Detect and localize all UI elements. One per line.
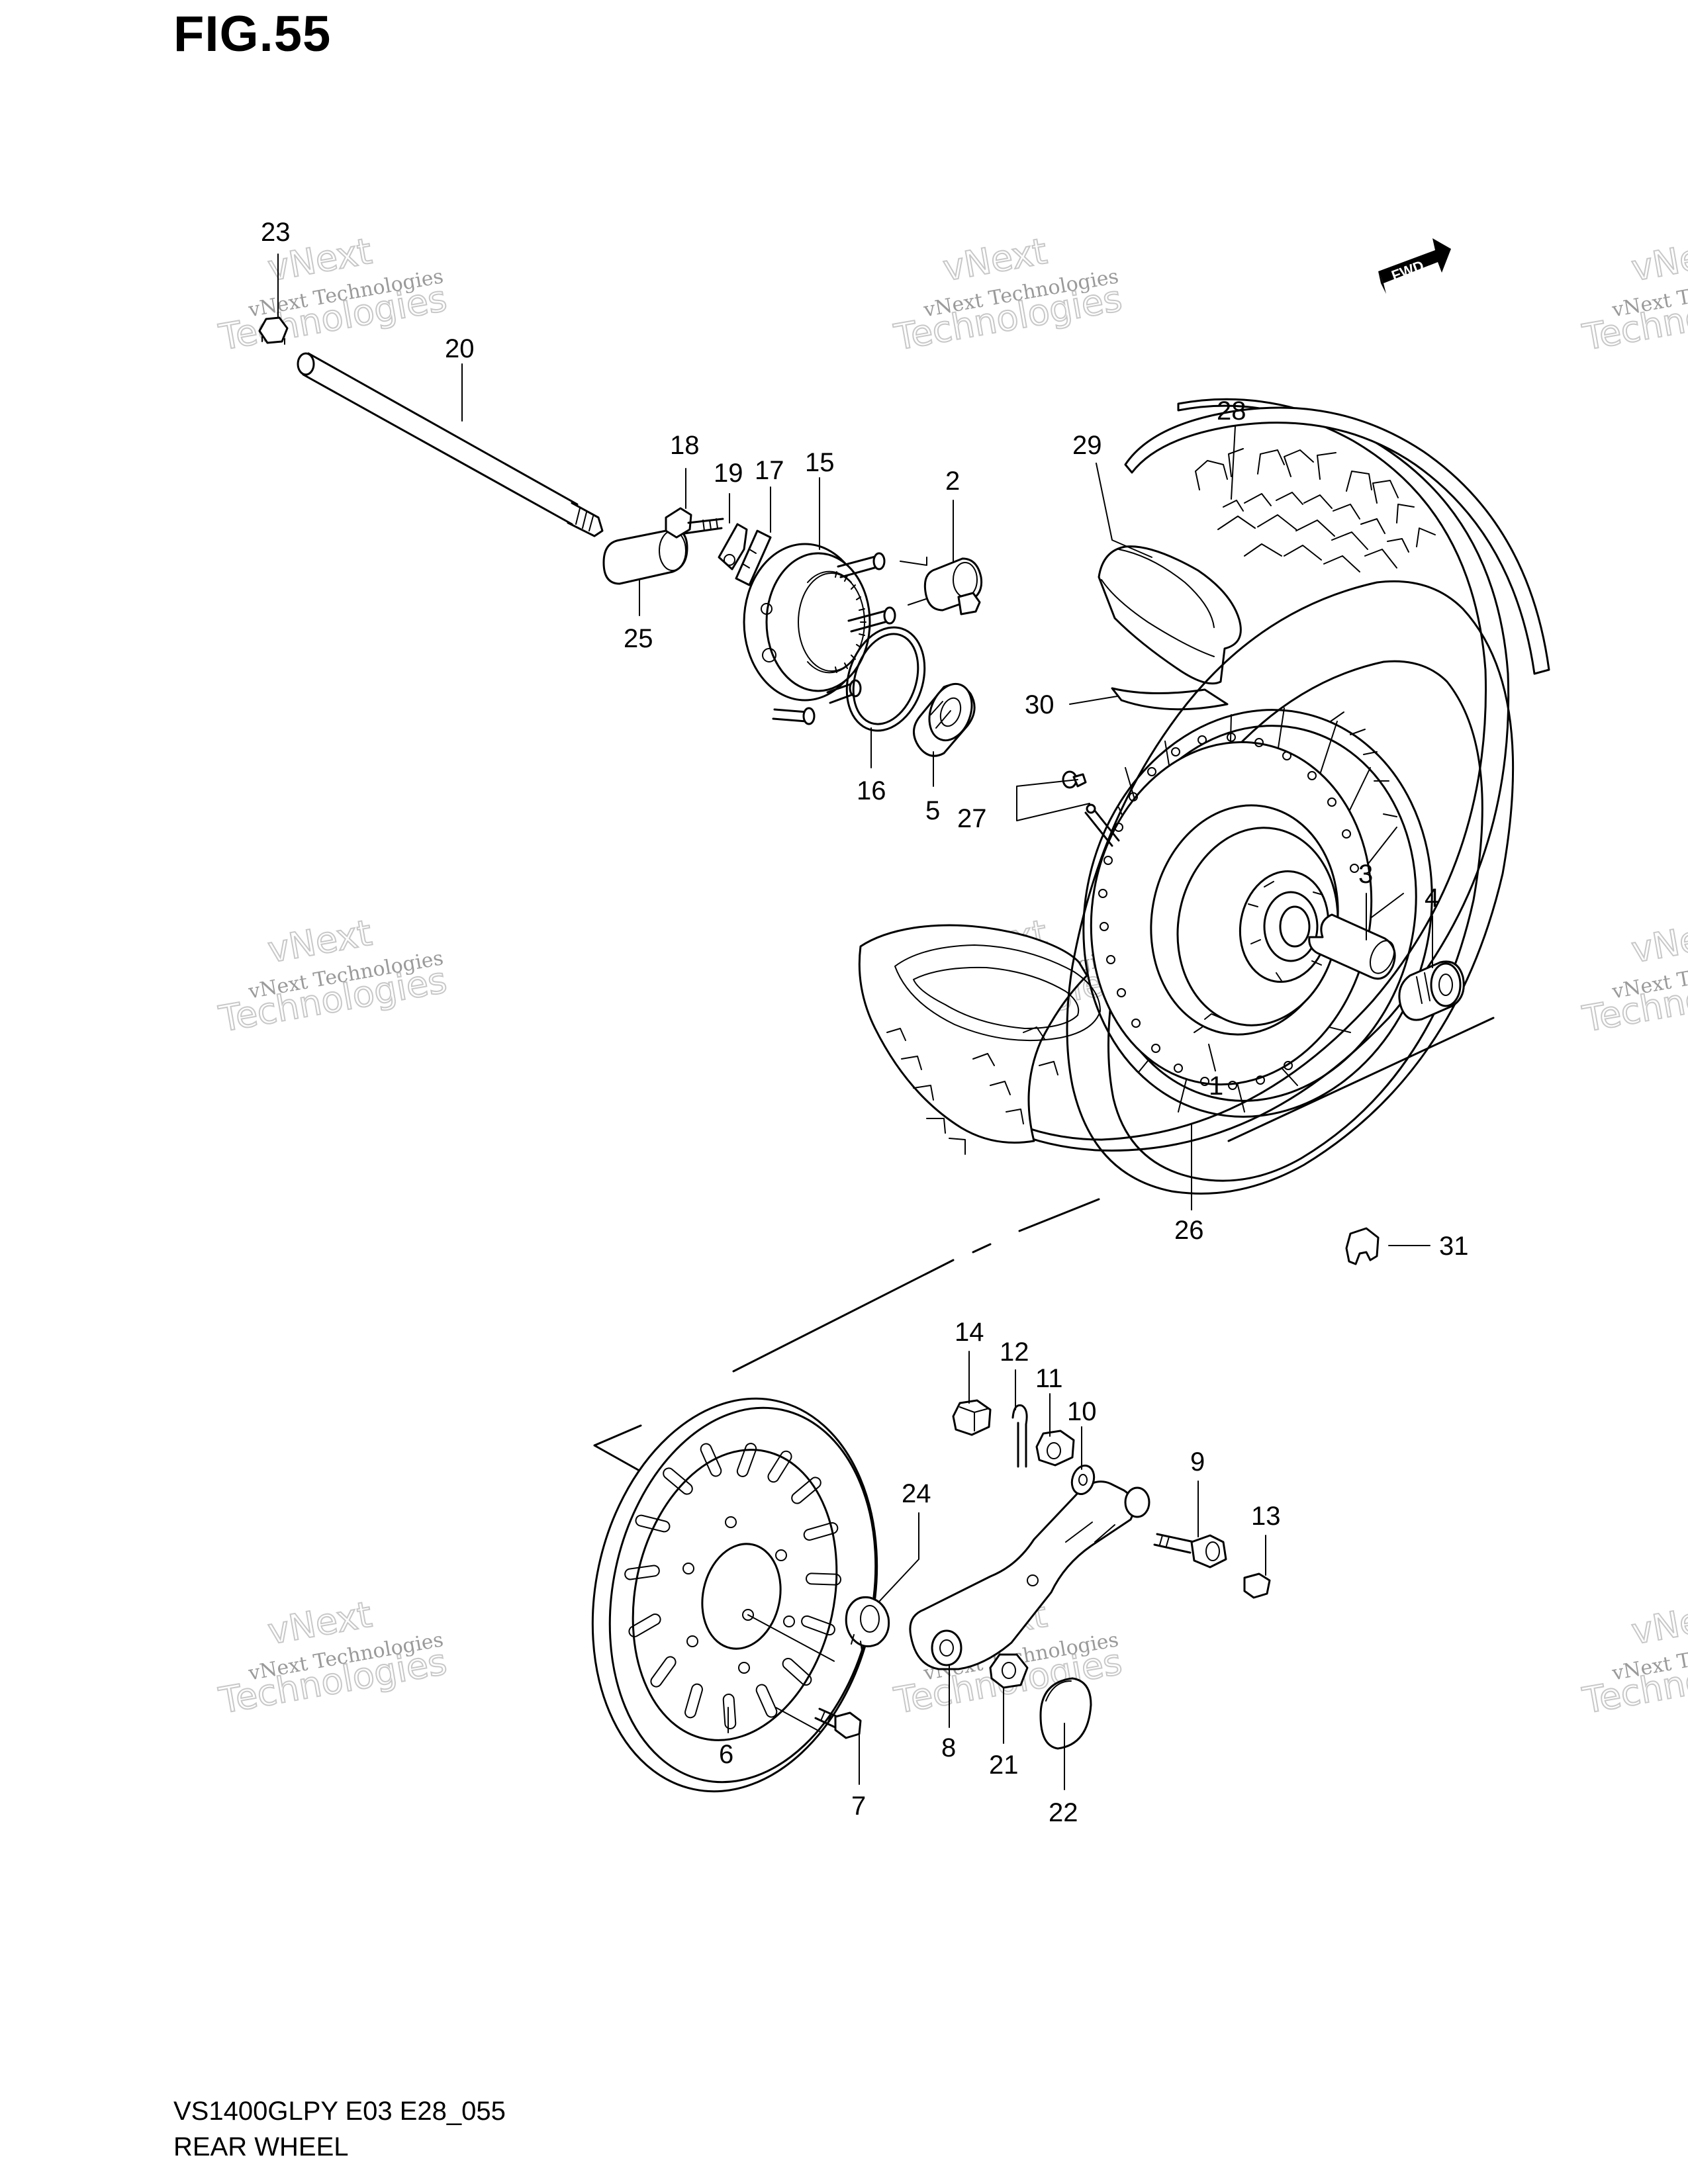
callout-26: 26 [1174,1216,1204,1245]
callout-2: 2 [945,467,960,496]
model-code: VS1400GLPY E03 E28_055 [173,2097,506,2126]
callout-23: 23 [261,218,291,247]
callout-5: 5 [925,796,940,825]
callout-30: 30 [1025,690,1055,719]
part-nut-21 [989,1653,1029,1689]
callout-3: 3 [1358,860,1373,889]
figure-title: FIG.55 [173,6,332,62]
svg-text:vNext: vNext [1628,912,1688,971]
callout-1: 1 [1209,1071,1223,1101]
callout-27: 27 [957,804,987,833]
callout-9: 9 [1190,1447,1205,1477]
part-nut-14 [952,1399,992,1436]
callout-19: 19 [714,459,743,488]
watermark: vNext Technologies vNext Technologies [1579,230,1688,359]
part-damper [923,557,983,615]
callout-4: 4 [1425,884,1439,913]
part-nut-11 [1035,1430,1075,1467]
part-cotter-pin [1011,1404,1028,1468]
svg-text:vNext: vNext [1628,1594,1688,1653]
fwd-label: FWD [1389,257,1427,285]
part-plug [1039,1677,1092,1750]
callout-13: 13 [1251,1502,1281,1531]
part-bearing-5 [913,682,976,757]
callout-6: 6 [719,1740,733,1769]
part-torque-bolt [1153,1533,1227,1569]
axle-center-line [593,1017,1495,1477]
part-spacer [602,528,688,585]
svg-text:vNext: vNext [1628,230,1688,289]
watermark: vNext Technologies vNext Technologies [1579,911,1688,1041]
part-tube [1098,545,1242,685]
callout-28: 28 [1217,396,1246,426]
watermark: vNext Technologies vNext Technologies [215,911,451,1041]
callout-16: 16 [857,776,886,805]
part-bolt-18 [665,507,724,539]
callout-31: 31 [1439,1232,1469,1261]
callout-25: 25 [624,624,653,653]
disc-bolt-axis [747,1614,835,1732]
part-o-ring [845,626,926,732]
part-rear-axle [297,352,604,537]
callout-29: 29 [1072,431,1102,460]
part-tire-lower [858,924,1101,1155]
part-hub [1090,733,1373,1090]
part-stopper-plate [718,523,748,570]
callout-20: 20 [445,334,475,363]
part-pulley-mount [743,543,937,725]
hub-bolt-holes [1098,733,1359,1090]
part-clip [1345,1227,1380,1265]
callout-labels: 23 20 18 19 17 15 2 25 16 5 29 28 30 27 … [261,218,1469,1827]
part-hub-assembly-pointer [1194,1013,1221,1033]
callout-15: 15 [805,448,835,477]
section-name: REAR WHEEL [173,2132,349,2161]
disc-slots [624,1443,841,1729]
part-axle-nut [258,316,289,345]
part-damper-retainer [735,529,772,586]
callout-leaders [277,253,1433,1790]
part-bearing-4 [1398,960,1465,1021]
callout-12: 12 [1000,1338,1029,1367]
part-spacer-right [1308,913,1396,980]
callout-17: 17 [755,456,784,485]
callout-11: 11 [1035,1364,1063,1393]
part-rim-flap [1111,687,1229,711]
callout-22: 22 [1049,1798,1078,1827]
part-torque-link [909,1480,1150,1670]
callout-8: 8 [941,1733,956,1762]
fwd-arrow-icon: FWD [1378,238,1451,294]
callout-21: 21 [989,1751,1019,1780]
callout-18: 18 [670,431,700,460]
callout-7: 7 [851,1792,866,1821]
watermark: vNext Technologies vNext Technologies [890,230,1126,359]
watermark: vNext Technologies vNext Technologies [215,230,451,359]
callout-14: 14 [955,1318,984,1347]
part-bushing [845,1596,890,1651]
watermark: vNext Technologies vNext Technologies [1579,1593,1688,1723]
part-cap [1243,1572,1271,1599]
callout-10: 10 [1067,1397,1097,1426]
watermark: vNext Technologies vNext Technologies [215,1593,451,1723]
part-washer [1070,1465,1096,1495]
callout-24: 24 [902,1479,931,1508]
part-disc-bolt [814,1707,862,1739]
